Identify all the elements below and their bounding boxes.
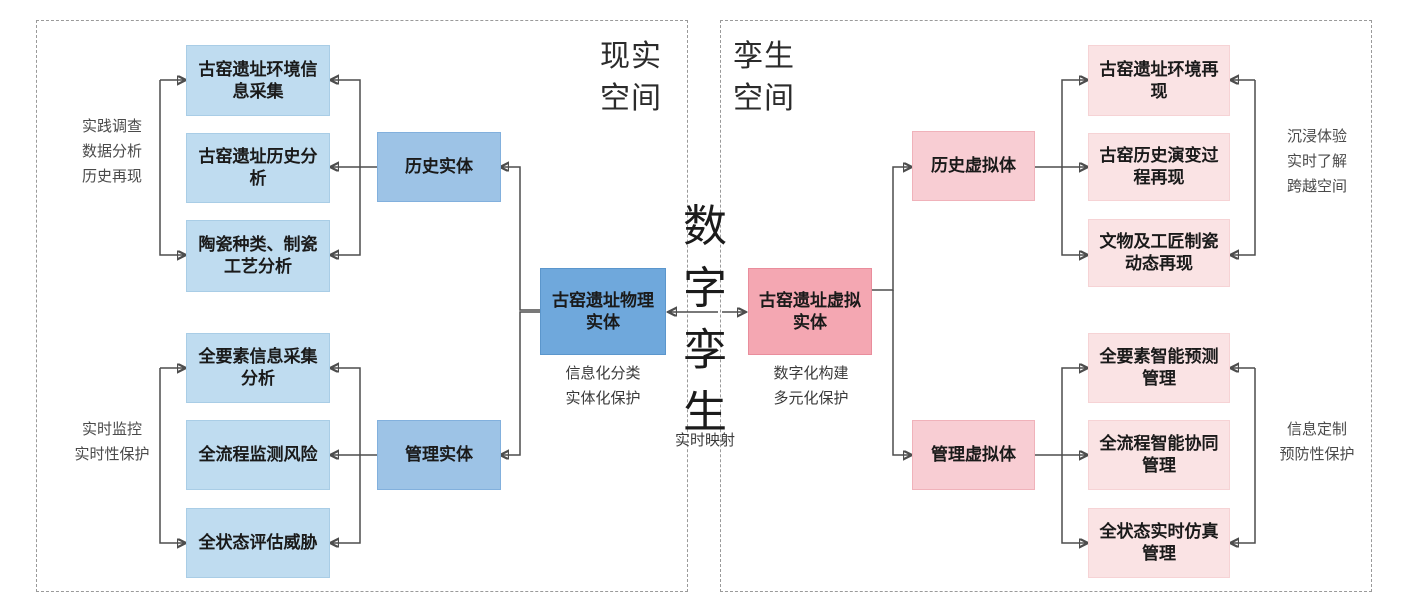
box-real-history-leaf-3[interactable]: 陶瓷种类、制瓷工艺分析 — [186, 220, 330, 292]
note-physical-entity: 信息化分类 实体化保护 — [565, 365, 641, 407]
box-real-history-leaf-2[interactable]: 古窑遗址历史分析 — [186, 133, 330, 203]
panel-real-space — [36, 20, 688, 592]
note-real-time-mapping: 实时映射 — [674, 432, 735, 449]
box-twin-history-leaf-1[interactable]: 古窑遗址环境再现 — [1088, 45, 1230, 116]
box-real-manage-leaf-3[interactable]: 全状态评估威胁 — [186, 508, 330, 578]
panel-title-twin-space: 孪生 空间 — [733, 40, 795, 115]
box-history-entity[interactable]: 历史实体 — [377, 132, 501, 202]
box-real-manage-leaf-2[interactable]: 全流程监测风险 — [186, 420, 330, 490]
box-twin-history-leaf-2[interactable]: 古窑历史演变过程再现 — [1088, 133, 1230, 201]
box-manage-entity[interactable]: 管理实体 — [377, 420, 501, 490]
note-real-history: 实践调查 数据分析 历史再现 — [81, 118, 142, 185]
box-real-manage-leaf-1[interactable]: 全要素信息采集分析 — [186, 333, 330, 403]
box-history-virtual-entity[interactable]: 历史虚拟体 — [912, 131, 1035, 201]
note-twin-history: 沉浸体验 实时了解 跨越空间 — [1286, 128, 1347, 195]
box-manage-virtual-entity[interactable]: 管理虚拟体 — [912, 420, 1035, 490]
box-twin-history-leaf-3[interactable]: 文物及工匠制瓷动态再现 — [1088, 219, 1230, 287]
note-virtual-entity: 数字化构建 多元化保护 — [773, 365, 849, 407]
box-real-history-leaf-1[interactable]: 古窑遗址环境信息采集 — [186, 45, 330, 116]
note-twin-manage: 信息定制 预防性保护 — [1279, 421, 1355, 463]
panel-twin-space — [720, 20, 1372, 592]
center-label-digital-twin: 数 字 孪 生 — [683, 202, 727, 437]
note-real-manage: 实时监控 实时性保护 — [74, 421, 150, 463]
box-twin-manage-leaf-2[interactable]: 全流程智能协同管理 — [1088, 420, 1230, 490]
box-twin-manage-leaf-1[interactable]: 全要素智能预测管理 — [1088, 333, 1230, 403]
box-twin-manage-leaf-3[interactable]: 全状态实时仿真管理 — [1088, 508, 1230, 578]
panel-title-real-space: 现实 空间 — [600, 40, 662, 115]
box-physical-entity[interactable]: 古窑遗址物理实体 — [540, 268, 666, 355]
box-virtual-entity[interactable]: 古窑遗址虚拟实体 — [748, 268, 872, 355]
